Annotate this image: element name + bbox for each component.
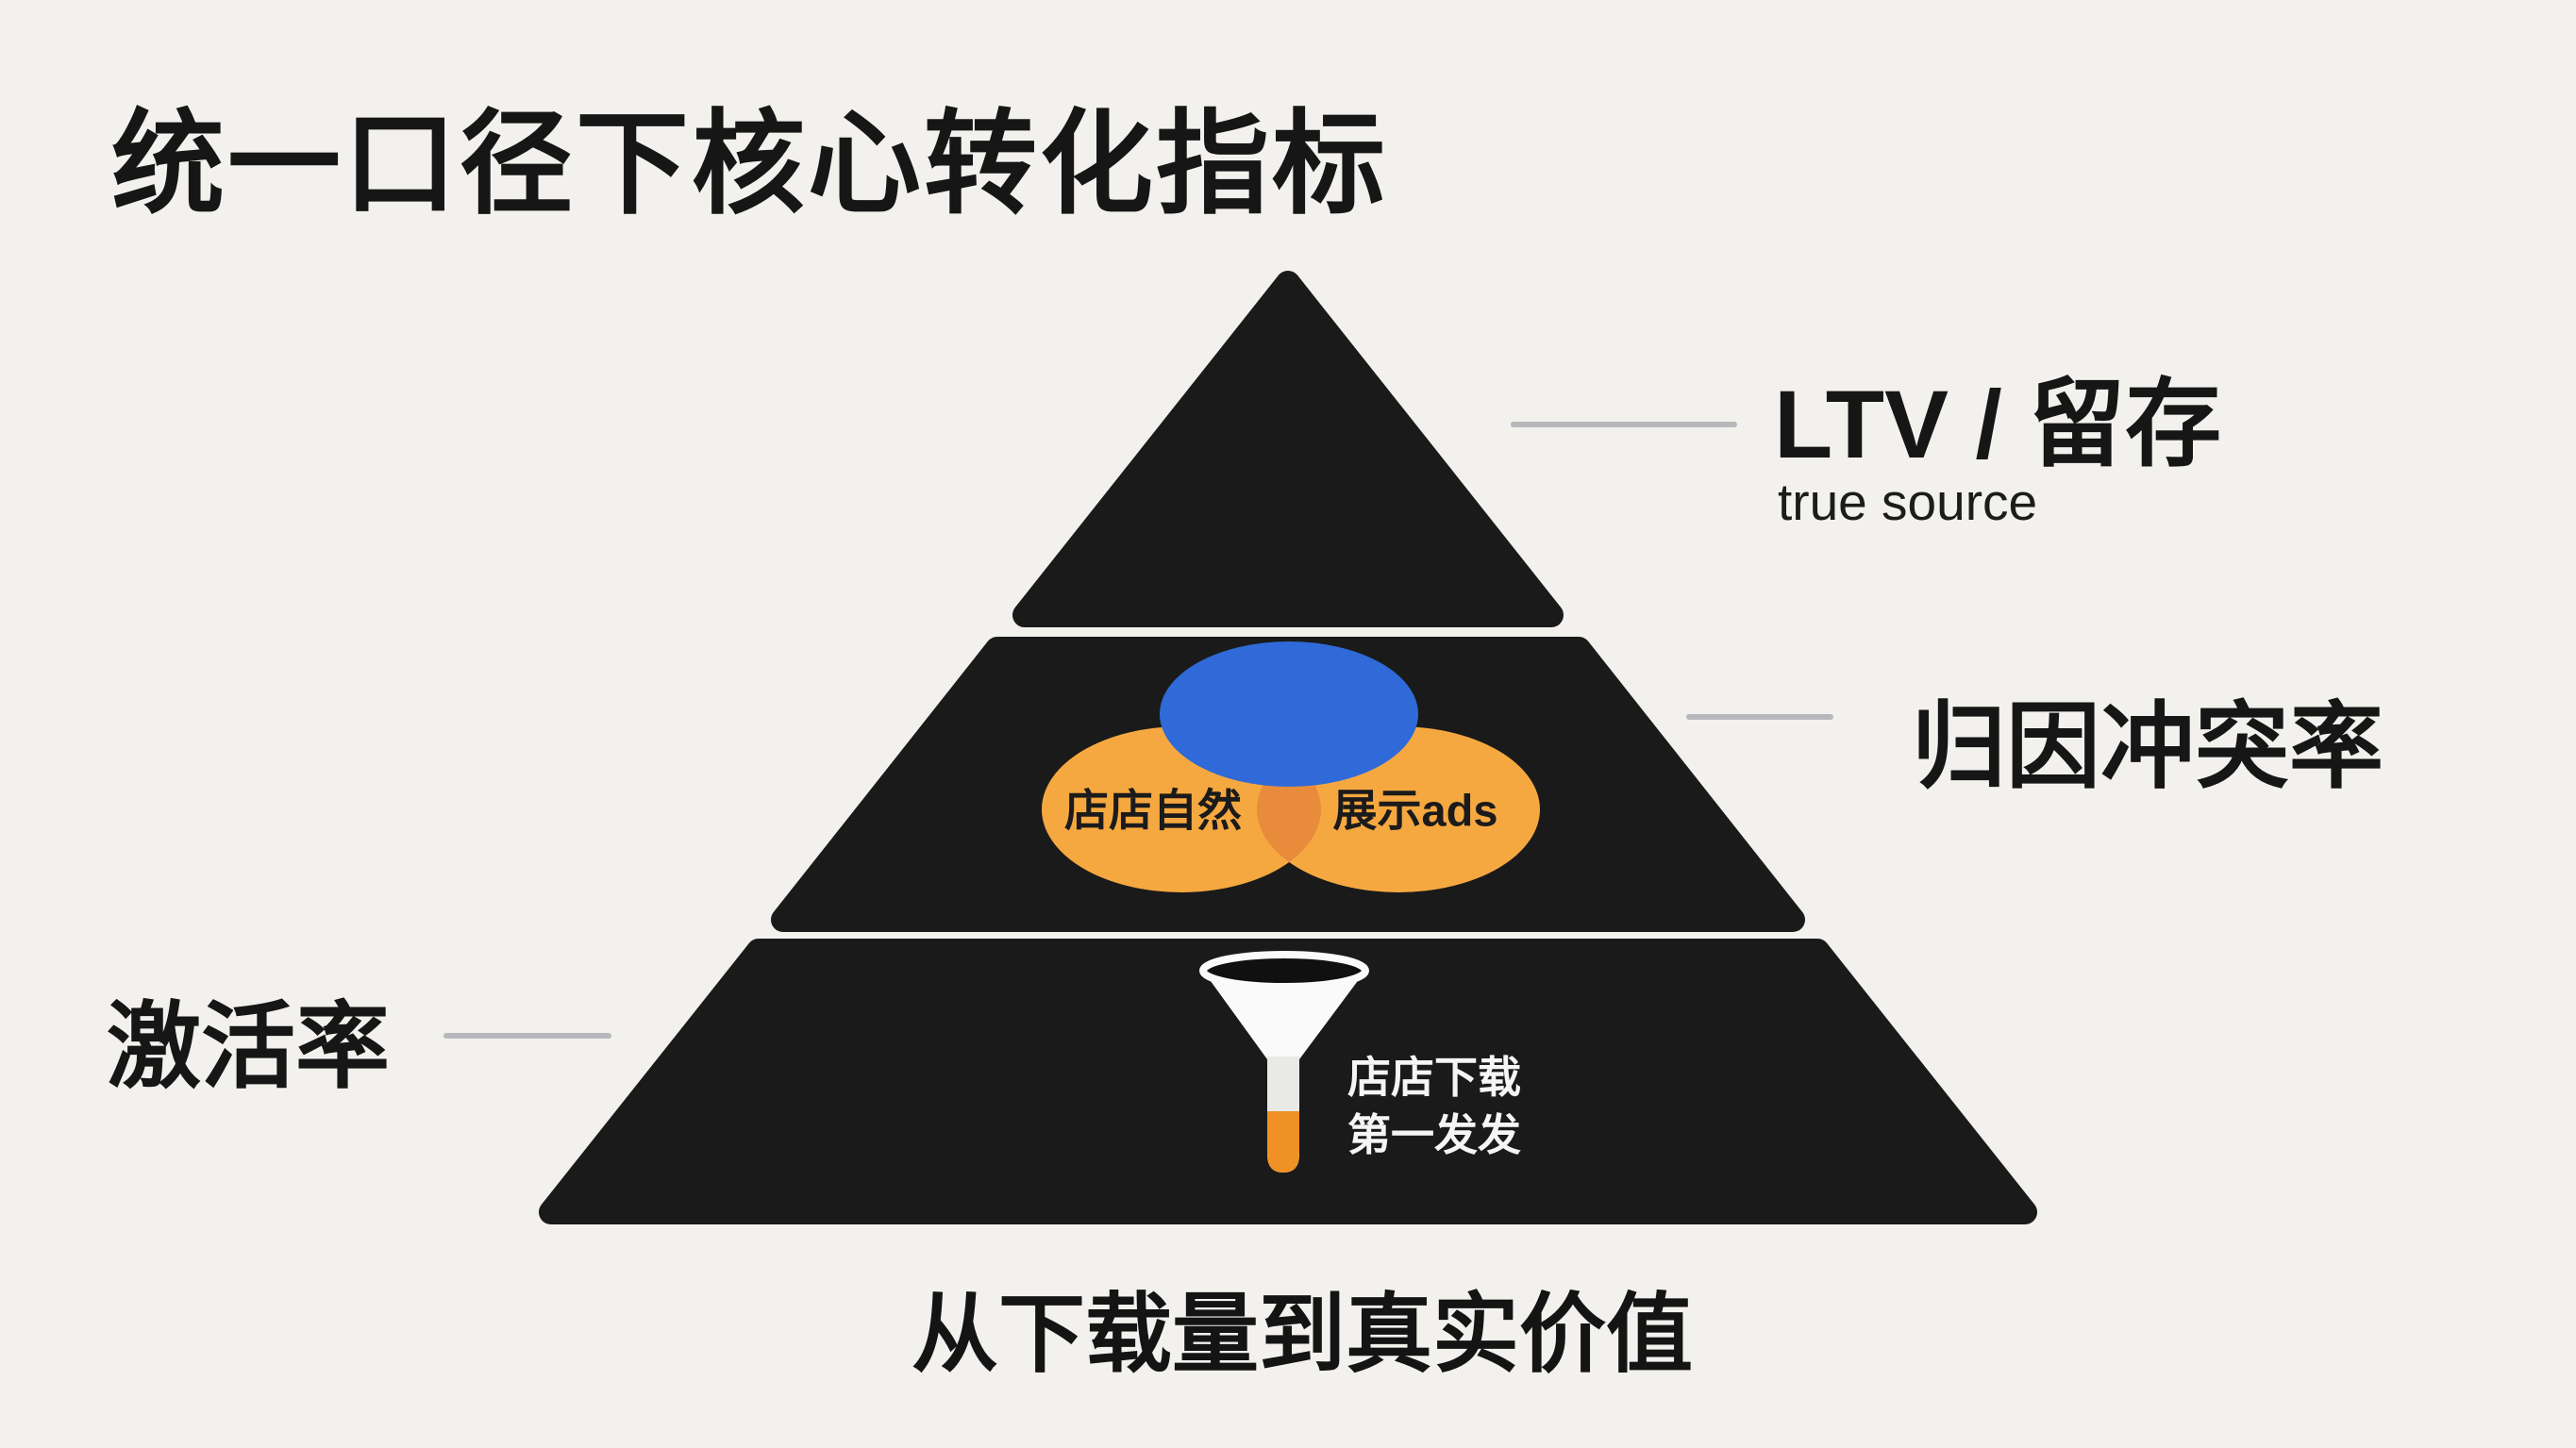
funnel-caption-line2: 第一发发 <box>1347 1109 1521 1159</box>
venn-right-label: 展示ads <box>1332 785 1498 836</box>
page-title: 统一口径下核心转化指标 <box>111 101 1388 227</box>
tier-top-sublabel: true source <box>1778 473 2038 531</box>
tier-middle-label: 归因冲突率 <box>1912 694 2384 800</box>
venn-left-label: 店店自然 <box>1064 785 1242 836</box>
tier-bottom-label: 激活率 <box>107 994 390 1100</box>
funnel-icon <box>1199 951 1369 1173</box>
funnel-caption-line1: 店店下载 <box>1347 1053 1521 1102</box>
funnel-cone <box>1203 971 1365 1059</box>
tier-top-label: LTV / 留存 <box>1774 371 2222 478</box>
funnel-opening <box>1199 951 1369 990</box>
funnel-caption: 店店下载 第一发发 <box>1347 1049 1521 1163</box>
bottom-caption: 从下载量到真实价值 <box>912 1287 1694 1383</box>
funnel-liquid <box>1267 1111 1299 1173</box>
pyramid-top-tier <box>1012 271 1564 627</box>
venn-blue-ellipse <box>1160 641 1418 787</box>
venn-diagram <box>1042 641 1540 892</box>
